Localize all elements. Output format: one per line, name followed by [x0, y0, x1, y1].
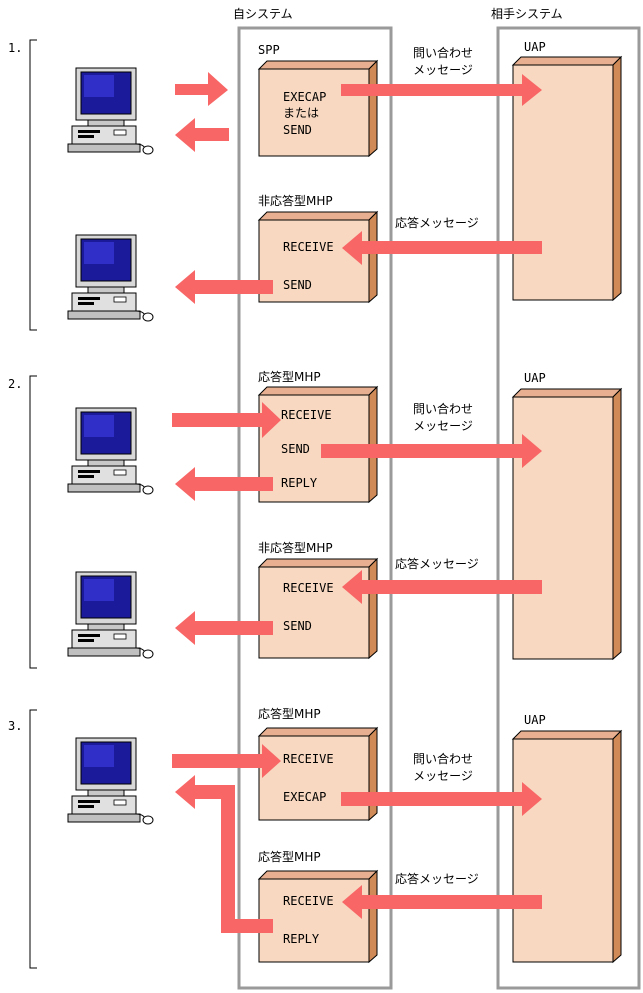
box-2-upper-line-1: RECEIVE: [281, 408, 332, 422]
terminal-1b-icon: [67, 234, 154, 322]
terminal-1a-icon: [67, 67, 154, 155]
uap-box-1: [511, 55, 623, 302]
box-1-lower-line-2: SEND: [283, 278, 312, 292]
box-2-lower-line-2: SEND: [283, 619, 312, 633]
box-3-lower: [257, 869, 379, 964]
uap-box-3: [511, 729, 623, 964]
box-1-upper-title: SPP: [258, 43, 280, 57]
arrow-3-reply-to-terminal: [175, 775, 273, 933]
arrow-2-terminal-to-receive: [172, 402, 281, 438]
query-message-2-line-2: メッセージ: [413, 419, 473, 433]
arrow-1-send-to-terminal: [175, 270, 273, 304]
section-2-bracket: [29, 375, 37, 669]
box-3-lower-line-2: REPLY: [283, 932, 320, 946]
box-3-upper: [257, 726, 379, 822]
arrow-2-response: [342, 570, 542, 604]
uap-box-2: [511, 387, 623, 661]
partner-system-frame: [496, 26, 641, 990]
terminal-3-icon: [67, 737, 154, 825]
arrow-1-response: [342, 231, 542, 265]
box-1-upper-line-3: SEND: [283, 123, 312, 137]
box-1-upper-line-1: EXECAP: [283, 90, 327, 104]
query-message-1-line-2: メッセージ: [413, 63, 473, 77]
uap-2-label: UAP: [524, 371, 546, 385]
partner-system-header: 相手システム: [491, 7, 563, 21]
box-3-upper-line-2: EXECAP: [283, 790, 327, 804]
box-1-lower-line-1: RECEIVE: [283, 240, 334, 254]
arrow-3-execap-query: [341, 782, 542, 816]
section-3-bracket: [29, 709, 37, 969]
arrow-3-response: [342, 885, 542, 919]
section-1-number: 1.: [8, 41, 23, 55]
box-2-upper-line-2: SEND: [281, 442, 310, 456]
arrow-1-terminal-to-spp: [175, 72, 228, 106]
arrow-3-terminal-to-receive: [172, 744, 281, 778]
terminal-2a-icon: [67, 407, 154, 495]
uap-1-label: UAP: [524, 40, 546, 54]
arrow-2-send-to-terminal: [175, 611, 273, 645]
box-1-lower: [257, 210, 379, 304]
section-3-number: 3.: [8, 719, 23, 733]
own-system-header: 自システム: [233, 7, 293, 21]
box-3-upper-line-1: RECEIVE: [283, 752, 334, 766]
box-1-upper-line-2: または: [283, 106, 320, 120]
arrow-2-reply-to-terminal: [175, 467, 273, 501]
box-2-lower-line-1: RECEIVE: [283, 581, 334, 595]
box-2-upper-title: 応答型MHP: [258, 370, 321, 384]
uap-3-label: UAP: [524, 713, 546, 727]
query-message-3-line-2: メッセージ: [413, 769, 473, 783]
query-message-1-line-1: 問い合わせ: [412, 46, 473, 60]
response-message-3: 応答メッセージ: [395, 872, 479, 886]
arrow-1-spp-to-terminal: [175, 118, 229, 152]
box-2-upper-line-3: REPLY: [281, 476, 318, 490]
box-2-lower-title: 非応答型MHP: [258, 541, 333, 555]
query-message-2-line-1: 問い合わせ: [412, 402, 473, 416]
box-3-lower-line-1: RECEIVE: [283, 894, 334, 908]
section-2-number: 2.: [8, 377, 23, 391]
arrow-2-send-query: [321, 434, 542, 468]
box-3-lower-title: 応答型MHP: [258, 850, 321, 864]
terminal-2b-icon: [67, 571, 154, 659]
own-system-frame: [237, 26, 393, 990]
section-1-bracket: [29, 39, 37, 331]
response-message-2: 応答メッセージ: [395, 557, 479, 571]
arrow-1-query: [341, 74, 542, 106]
query-message-3-line-1: 問い合わせ: [412, 752, 473, 766]
box-1-lower-title: 非応答型MHP: [258, 194, 333, 208]
box-3-upper-title: 応答型MHP: [258, 707, 321, 721]
response-message-1: 応答メッセージ: [395, 216, 479, 230]
